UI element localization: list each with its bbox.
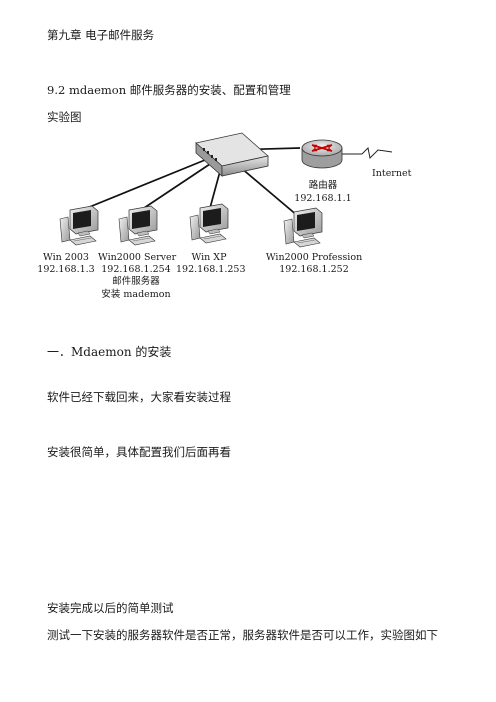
network-cables [81,147,306,223]
cable-win2003 [81,159,206,211]
router-name: 路由器 [308,180,338,191]
internet-label: Internet [372,168,412,179]
diagram-caption: 实验图 [47,110,82,124]
pc-winxp-icon [189,203,229,244]
paragraph-download: 软件已经下载回来，大家看安装过程 [47,390,231,404]
host-win2000-server-note: 安装 mademon [101,289,171,300]
host-win2000-server-role: 邮件服务器 [112,276,160,287]
section-title: 9.2 mdaemon 邮件服务器的安装、配置和管理 [47,83,291,97]
host-winxp-ip: 192.168.1.253 [176,264,246,275]
cable-win2000-server [140,161,214,211]
host-win2000-pro-name: Win2000 Profession [265,252,363,263]
host-win2000-pro-ip: 192.168.1.252 [279,264,349,275]
chapter-title: 第九章 电子邮件服务 [47,28,155,42]
cable-win2000-pro [233,161,306,223]
paragraph-test-description: 测试一下安装的服务器软件是否正常，服务器软件是否可以工作，实验图如下 [47,628,438,642]
host-win2000-server-ip: 192.168.1.254 [101,264,171,275]
pc-win2003-icon [59,205,99,246]
heading-install: 一．Mdaemon 的安装 [47,345,172,359]
host-winxp-name: Win XP [191,252,227,263]
router-icon [301,139,343,169]
router-ip: 192.168.1.1 [294,193,352,204]
pc-win2000-server-icon [118,205,158,246]
host-win2000-server-name: Win2000 Server [98,252,177,263]
host-win2003-name: Win 2003 [43,252,89,263]
internet-link-icon [342,146,393,160]
paragraph-simple-test: 安装完成以后的简单测试 [47,601,174,615]
pc-win2000-pro-icon [283,207,323,248]
host-win2003-ip: 192.168.1.3 [37,264,95,275]
switch-icon [195,132,269,177]
paragraph-install-simple: 安装很简单，具体配置我们后面再看 [47,445,231,459]
